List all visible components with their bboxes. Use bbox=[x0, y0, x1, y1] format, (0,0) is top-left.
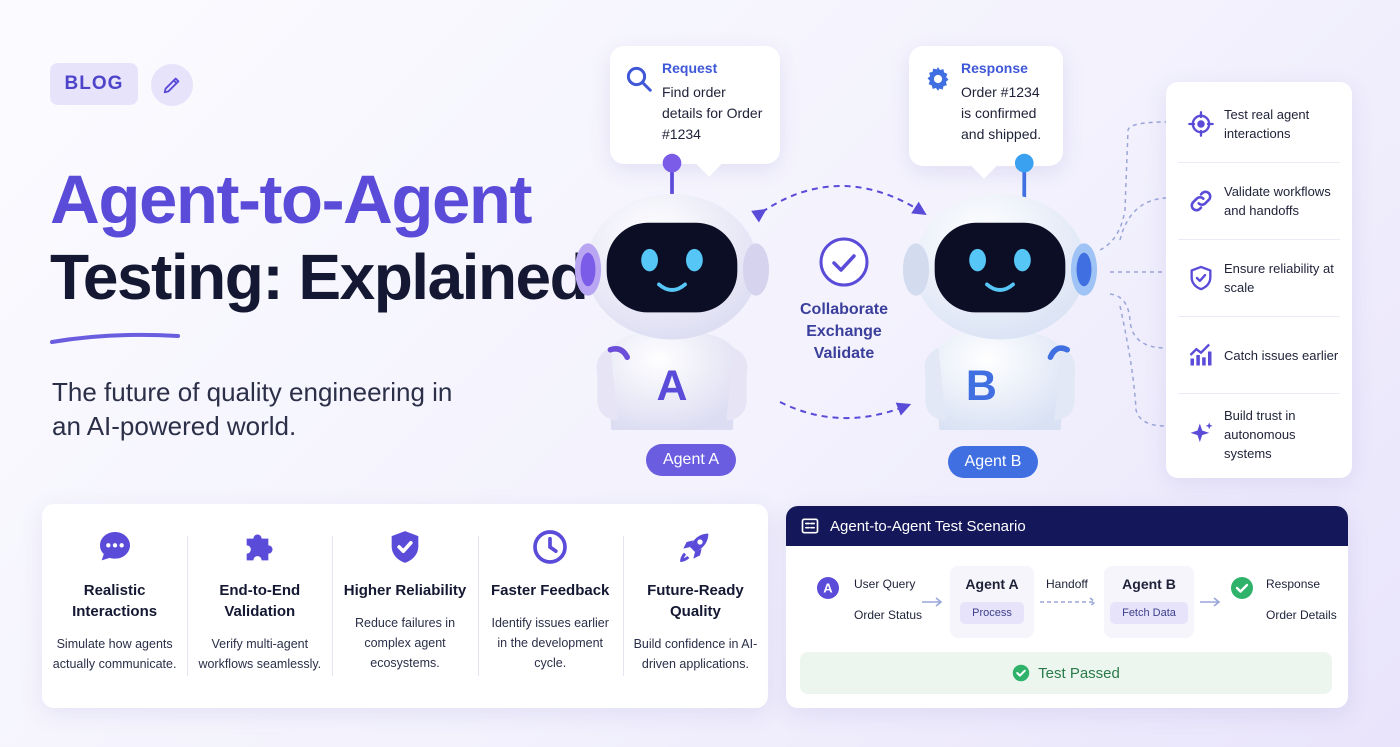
growth-chart-icon bbox=[1189, 343, 1212, 366]
benefit-text: Test real agent interactions bbox=[1224, 107, 1310, 141]
agent-b-label: Agent B bbox=[948, 446, 1038, 478]
response-check-icon bbox=[1231, 577, 1253, 599]
feature-end-to-end-validation: End-to-End Validation Verify multi-agent… bbox=[187, 522, 332, 690]
link-icon bbox=[1190, 190, 1212, 212]
gear-icon bbox=[927, 67, 949, 91]
feature-faster-feedback: Faster Feedback Identify issues earlier … bbox=[477, 522, 623, 690]
sparkle-icon bbox=[1190, 422, 1213, 443]
shield-check-icon bbox=[391, 531, 419, 563]
shield-check-icon bbox=[1190, 265, 1212, 291]
fetch-data-chip: Fetch Data bbox=[1110, 602, 1188, 624]
rocket-icon bbox=[680, 533, 709, 562]
clock-icon bbox=[533, 530, 568, 564]
handoff-arrow bbox=[1040, 597, 1097, 607]
test-passed-text: Test Passed bbox=[1038, 664, 1120, 682]
feature-higher-reliability: Higher Reliability Reduce failures in co… bbox=[332, 522, 477, 690]
request-bubble: Request Find order details for Order #12… bbox=[610, 46, 780, 164]
start-badge: A bbox=[817, 577, 839, 599]
collaborate-label: Collaborate Exchange Validate bbox=[799, 301, 888, 362]
scenario-header: Agent-to-Agent Test Scenario bbox=[786, 506, 1348, 546]
agent-a-step: Agent A Process bbox=[950, 566, 1034, 638]
benefit-item: Build trust in autonomous systems bbox=[1178, 394, 1340, 474]
puzzle-icon bbox=[246, 534, 273, 561]
order-status-label: Order Status bbox=[854, 608, 923, 622]
benefit-item: Validate workflows and handoffs bbox=[1178, 163, 1340, 240]
benefit-text: Validate workflows and handoffs bbox=[1224, 184, 1331, 218]
agent-a-robot: A bbox=[574, 153, 770, 430]
benefits-panel: Test real agent interactions Validate wo… bbox=[1166, 82, 1352, 478]
benefit-item: Test real agent interactions bbox=[1178, 86, 1340, 163]
hero-title-line-1: Agent-to-Agent bbox=[50, 161, 533, 238]
agent-b-robot: B bbox=[902, 153, 1098, 430]
response-label: Response bbox=[1266, 577, 1321, 591]
edit-button[interactable] bbox=[151, 64, 193, 106]
order-details-label: Order Details bbox=[1266, 608, 1337, 622]
agent-a-label: Agent A bbox=[646, 444, 736, 476]
collaborate-check-icon bbox=[819, 237, 869, 287]
check-circle-icon bbox=[1012, 664, 1030, 682]
exchange-arrows bbox=[751, 185, 927, 419]
feature-realistic-interactions: Realistic Interactions Simulate how agen… bbox=[42, 522, 187, 690]
title-underline bbox=[50, 332, 180, 344]
agent-a-letter: A bbox=[657, 362, 688, 410]
hero-title-line-2: Testing: Explained bbox=[50, 241, 589, 313]
blog-tag: BLOG bbox=[50, 63, 138, 105]
workflow-icon bbox=[801, 518, 819, 534]
response-text: Order #1234 is confirmed and shipped. bbox=[961, 84, 1042, 142]
arrow-icon bbox=[1200, 597, 1221, 607]
hero-subtitle: The future of quality engineering in an … bbox=[52, 377, 453, 441]
scenario-title: Agent-to-Agent Test Scenario bbox=[830, 517, 1026, 535]
test-scenario-panel: Agent-to-Agent Test Scenario A User Quer… bbox=[786, 506, 1348, 708]
pencil-icon bbox=[163, 77, 180, 94]
process-chip: Process bbox=[960, 602, 1024, 624]
arrow-icon bbox=[922, 597, 943, 607]
response-bubble: Response Order #1234 is confirmed and sh… bbox=[909, 46, 1063, 166]
search-icon bbox=[626, 66, 652, 92]
benefit-connectors bbox=[1100, 121, 1167, 427]
scenario-flow: A User Query Order Status Agent A Proces… bbox=[786, 546, 1348, 650]
request-heading: Request bbox=[662, 60, 718, 76]
chat-bubble-icon bbox=[99, 532, 130, 561]
benefit-item: Ensure reliability at scale bbox=[1178, 240, 1340, 317]
handoff-label: Handoff bbox=[1046, 577, 1088, 591]
target-icon bbox=[1188, 111, 1214, 137]
agent-b-letter: B bbox=[966, 362, 997, 410]
benefit-text: Build trust in autonomous systems bbox=[1224, 407, 1296, 461]
request-text: Find order details for Order #1234 bbox=[662, 84, 763, 142]
test-passed-banner: Test Passed bbox=[800, 652, 1332, 694]
svg-text:A: A bbox=[823, 581, 833, 596]
feature-future-ready-quality: Future-Ready Quality Build confidence in… bbox=[622, 522, 768, 690]
benefit-item: Catch issues earlier bbox=[1178, 317, 1340, 394]
user-query-label: User Query bbox=[854, 577, 916, 591]
features-panel: Realistic Interactions Simulate how agen… bbox=[42, 504, 768, 708]
response-heading: Response bbox=[961, 60, 1028, 76]
benefit-text: Catch issues earlier bbox=[1224, 347, 1339, 363]
benefit-text: Ensure reliability at scale bbox=[1224, 261, 1334, 295]
agent-b-step: Agent B Fetch Data bbox=[1104, 566, 1194, 638]
